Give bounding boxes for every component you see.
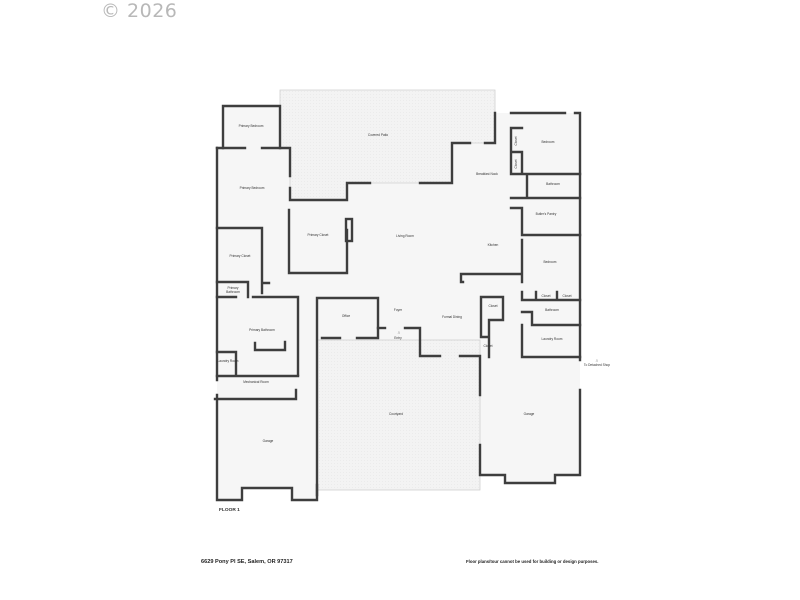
room-label-closet-4: Closet: [562, 294, 571, 298]
room-label-foyer: Foyer: [394, 308, 403, 312]
room-label-bedroom-2: Bedroom: [544, 260, 557, 264]
room-label-detached-shop: To Detached Shop: [584, 363, 610, 367]
room-label-kitchen: Kitchen: [488, 243, 499, 247]
room-label-laundry-room-left: Laundry Room: [218, 359, 239, 363]
room-label-living-room: Living Room: [396, 234, 414, 238]
room-label-formal-dining: Formal Dining: [442, 315, 462, 319]
room-label-primary-bathroom-small-line1: Primary: [228, 286, 239, 290]
floor-fill: [217, 89, 580, 500]
room-label-entry: Entry: [394, 336, 402, 340]
property-address: 6629 Pony Pl SE, Salem, OR 97317: [201, 559, 293, 565]
room-label-primary-closet-2: Primary Closet: [230, 254, 251, 258]
disclaimer: Floor plans/tour cannot be used for buil…: [466, 559, 599, 564]
room-label-garage-left: Garage: [263, 439, 274, 443]
room-label-closet-3: Closet: [541, 294, 550, 298]
floor-label: FLOOR 1: [219, 507, 240, 513]
room-label-primary-bathroom: Primary Bathroom: [249, 328, 275, 332]
walls: [213, 104, 582, 502]
detached-shop-marker-icon: △: [596, 358, 599, 362]
room-label-primary-closet: Primary Closet: [308, 233, 329, 237]
courtyard-area: [316, 339, 481, 491]
room-label-butlers-pantry: Butler's Pantry: [536, 212, 557, 216]
room-label-primary-bedroom: Primary Bedroom: [240, 186, 265, 190]
room-label-courtyard: Courtyard: [389, 412, 403, 416]
room-label-office: Office: [342, 314, 350, 318]
room-label-closet-6: Closet: [483, 344, 492, 348]
room-label-bathroom-1: Bathroom: [546, 182, 560, 186]
room-label-closet-5: Closet: [488, 304, 497, 308]
copyright-watermark: © 2026: [101, 0, 178, 22]
room-label-primary-bedroom-top: Primary Bedroom: [239, 124, 264, 128]
entry-marker-icon: △: [398, 330, 401, 334]
room-label-primary-bathroom-small-line2: Bathroom: [226, 290, 240, 294]
room-labels: Primary Bedroom Covered Patio Primary Be…: [218, 124, 611, 443]
room-label-garage-right: Garage: [524, 412, 535, 416]
room-label-mechanical-room: Mechanical Room: [243, 380, 269, 384]
room-label-breakfast-nook: Breakfast Nook: [476, 172, 498, 176]
room-label-bathroom-2: Bathroom: [545, 308, 559, 312]
room-label-closet-1: Closet: [514, 136, 518, 145]
room-label-bedroom-1: Bedroom: [542, 140, 555, 144]
room-label-covered-patio: Covered Patio: [368, 133, 388, 137]
room-label-laundry-room-right: Laundry Room: [542, 337, 563, 341]
room-label-closet-2: Closet: [514, 159, 518, 168]
